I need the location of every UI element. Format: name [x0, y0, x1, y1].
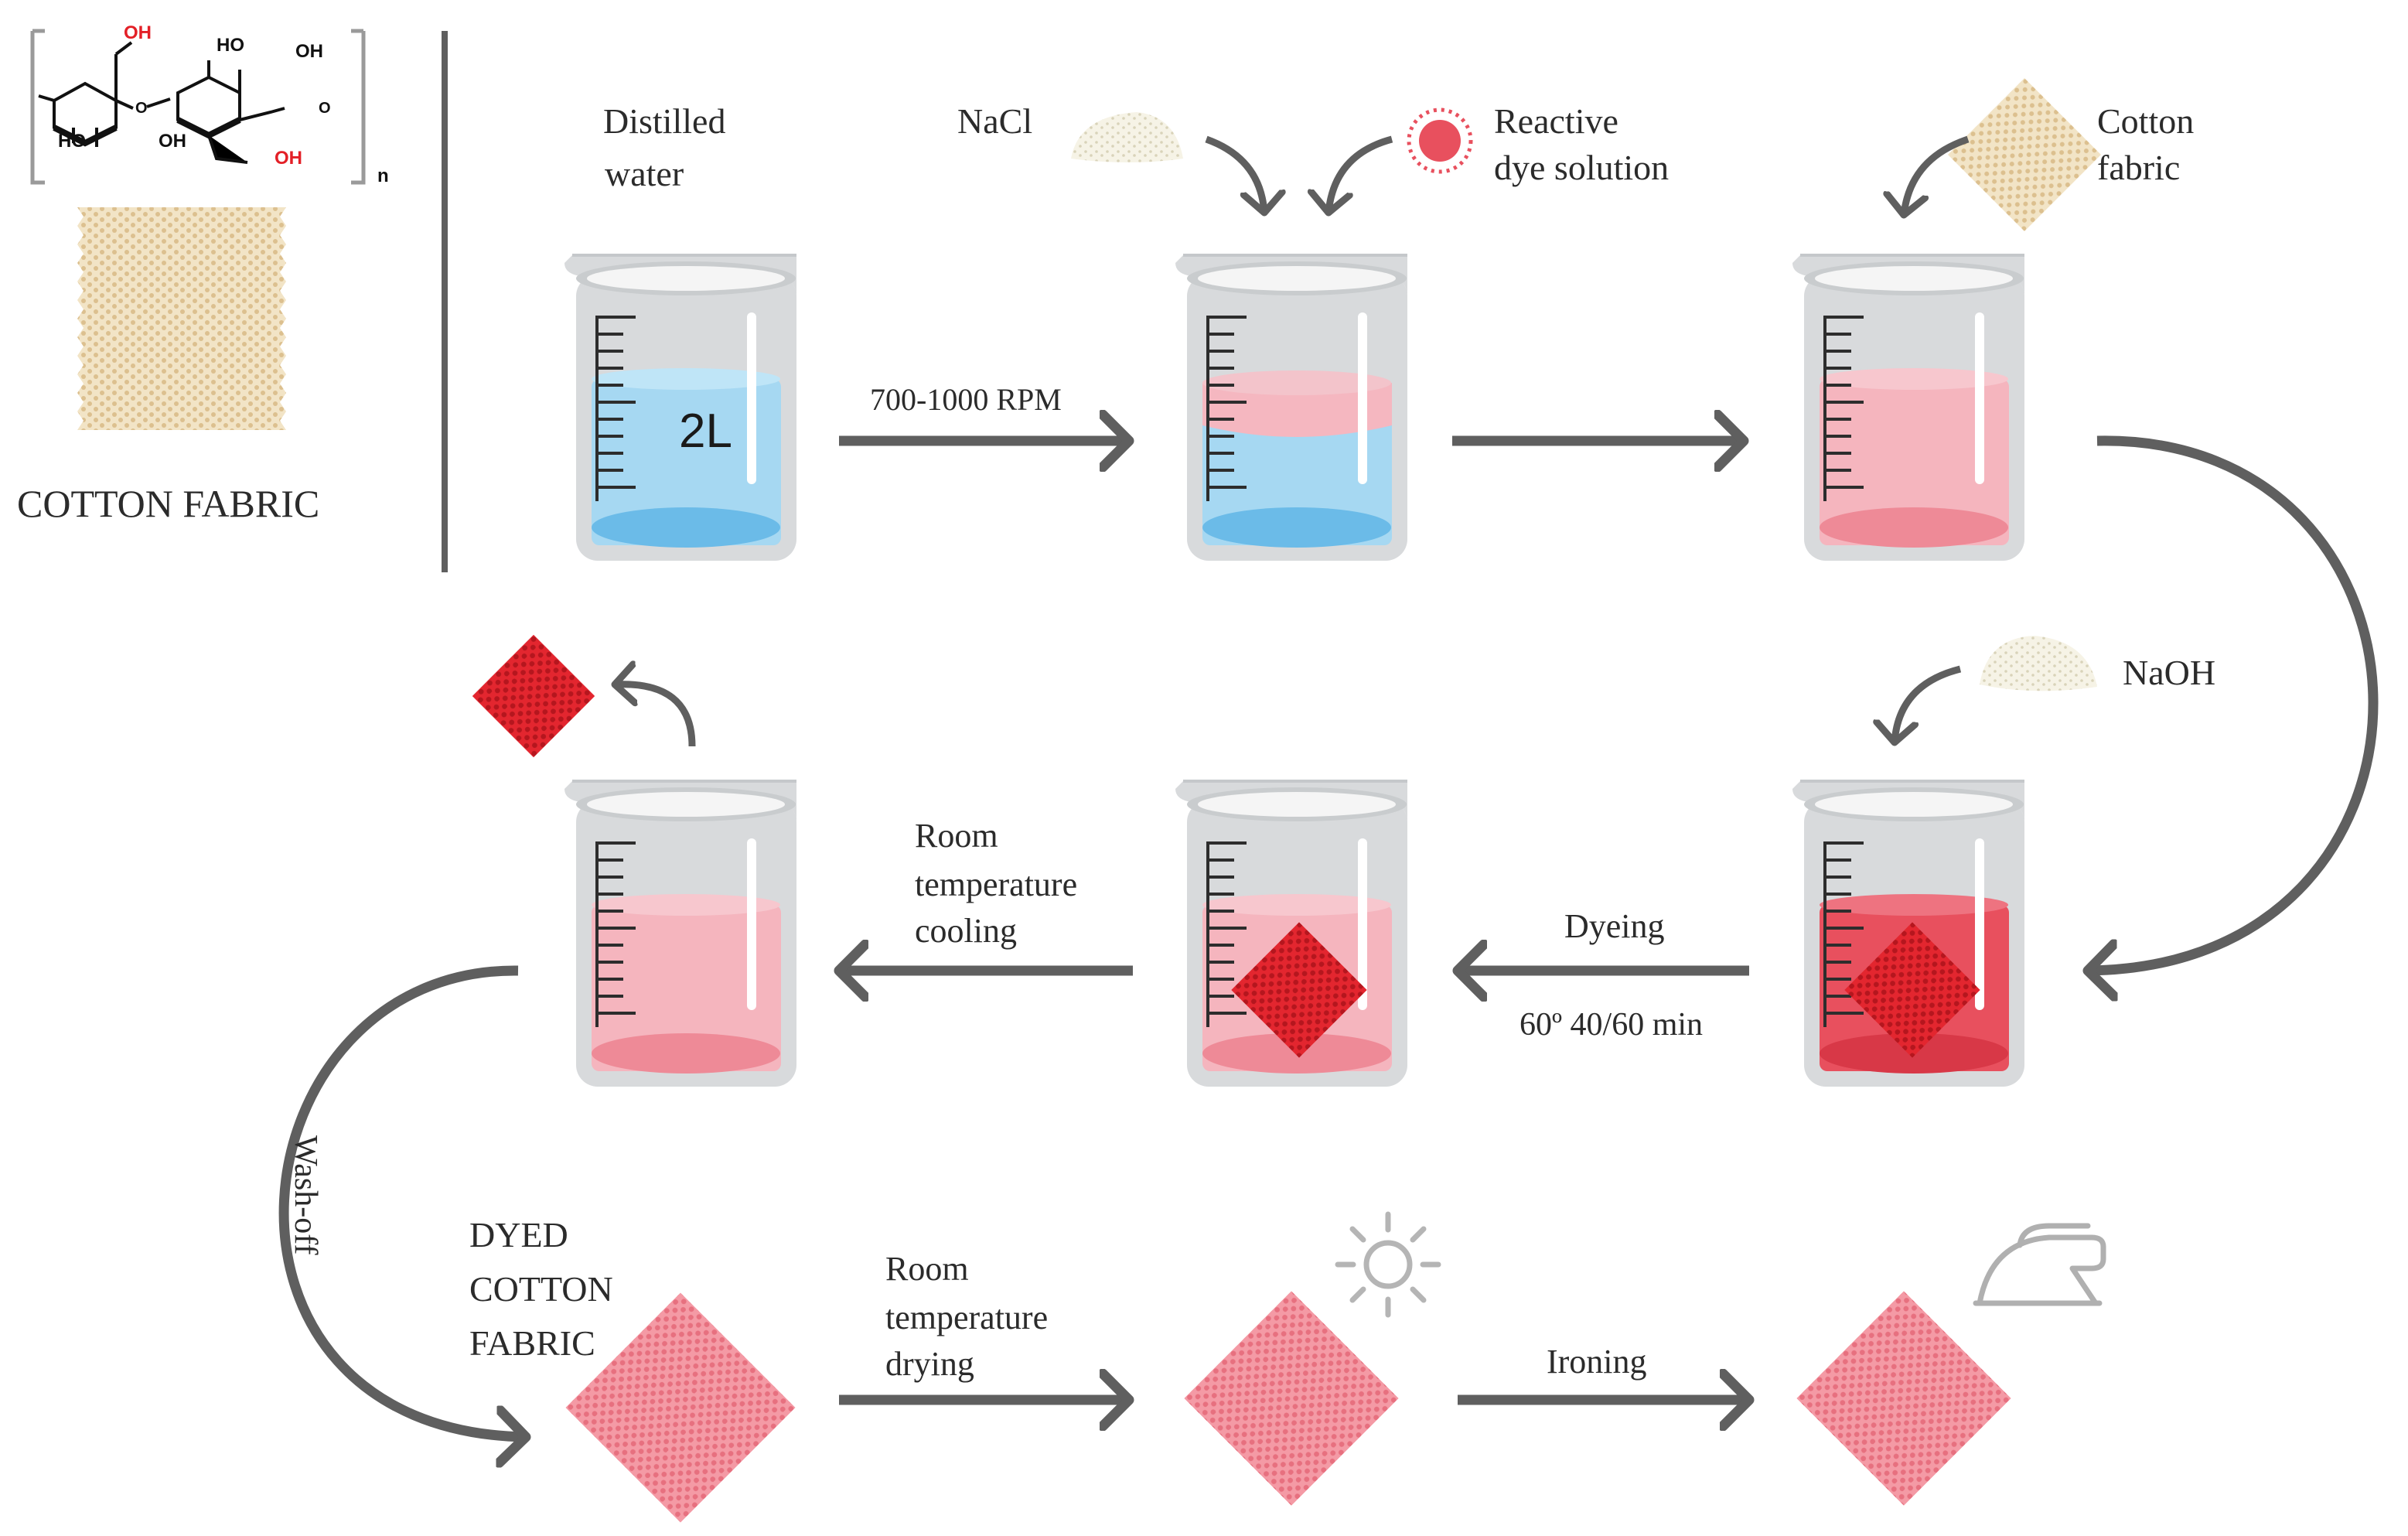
powder-heap-icon-2 [1980, 636, 2097, 691]
fabric-label-line1: Cotton [2097, 101, 2194, 141]
arrow-dye [1328, 135, 1393, 213]
powder-heap-icon [1071, 112, 1183, 162]
cotton-swatch [77, 207, 286, 430]
dyed-label-line2: COTTON [469, 1269, 613, 1309]
cooling-label-line3: cooling [915, 912, 1017, 950]
dye-label-line1: Reactive [1494, 101, 1618, 141]
beaker-dyeing [1791, 780, 2026, 1088]
repeat-index: n [377, 166, 389, 186]
dyed-fabric-wet [565, 1292, 796, 1523]
dye-label-line2: dye solution [1494, 148, 1669, 187]
fabric-label-line2: fabric [2097, 148, 2180, 187]
iron-icon [1973, 1223, 2106, 1306]
beaker-cooling [1174, 780, 1409, 1088]
oh-label-4: HO [217, 35, 244, 56]
dye-drop-icon [1407, 108, 1473, 174]
arrow-remove [615, 684, 696, 747]
wash-off-label: Wash-off [288, 1135, 323, 1254]
dyed-label-line1: DYED [469, 1215, 568, 1254]
nacl-label: NaCl [957, 101, 1032, 141]
dyeing-conditions: 60º 40/60 min [1519, 1007, 1703, 1043]
sun-icon [1335, 1211, 1441, 1318]
drying-label-line3: drying [885, 1345, 974, 1383]
oh-label-5: OH [295, 41, 323, 62]
dyed-fabric-dry [1184, 1291, 1399, 1506]
svg-text:O: O [319, 100, 331, 117]
cotton-fabric-piece [1948, 78, 2101, 231]
cooling-label-line1: Room [915, 817, 998, 855]
beaker-dye-bath [1791, 254, 2026, 562]
drying-label-line1: Room [885, 1250, 969, 1288]
arrow-curve-right [2088, 435, 2379, 971]
dyeing-label: Dyeing [1564, 907, 1665, 945]
cellulose-structure: OH HO OH HO OH OH O O n [30, 22, 389, 186]
distilled-label-line2: water [605, 154, 684, 193]
dyed-fabric-removed [472, 634, 595, 758]
arrow-fabric [1904, 135, 1970, 215]
ironing-label: Ironing [1547, 1343, 1647, 1381]
dyed-label-line3: FABRIC [469, 1323, 595, 1363]
oh-label-2: HO [58, 131, 86, 152]
distilled-label-line1: Distilled [603, 101, 725, 141]
cooling-label-line2: temperature [915, 865, 1077, 903]
cotton-fabric-title: COTTON FABRIC [17, 482, 319, 525]
ironed-fabric [1796, 1291, 2011, 1506]
arrow-naoh [1895, 665, 1962, 742]
arrow-wash-off [278, 965, 526, 1437]
oh-label-3: OH [159, 131, 186, 152]
drying-label-line2: temperature [885, 1299, 1048, 1336]
oh-label-1: OH [124, 22, 152, 43]
beaker-distilled-water: 2L [563, 254, 798, 562]
svg-text:O: O [135, 100, 148, 117]
beaker-salt-dye [1174, 254, 1409, 562]
beaker-cooled [563, 780, 798, 1088]
naoh-label: NaOH [2123, 653, 2215, 692]
oh-label-6: OH [275, 148, 302, 169]
arrow-salt [1205, 135, 1264, 213]
rpm-label: 700-1000 RPM [870, 382, 1062, 417]
volume-label: 2L [679, 404, 732, 458]
